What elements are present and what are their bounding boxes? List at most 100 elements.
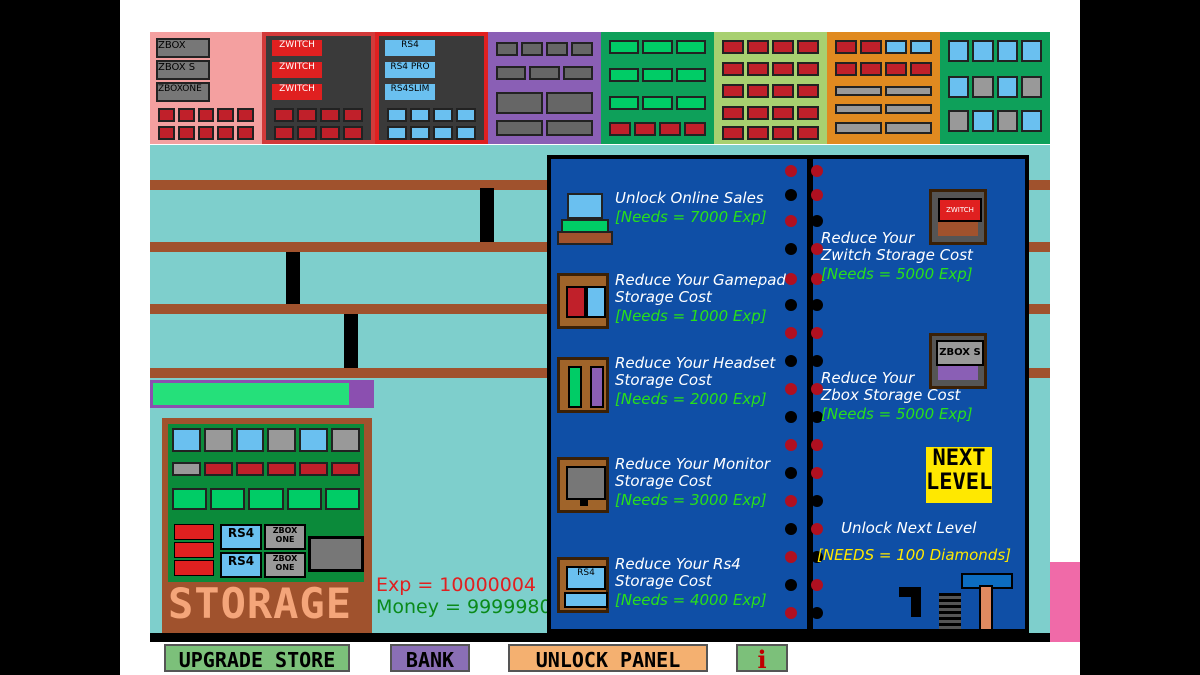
hud-divider xyxy=(150,633,1050,642)
shelf-items xyxy=(948,110,1042,132)
storage-console-label: RS4 xyxy=(220,524,262,550)
unlock-panel-button[interactable]: UNLOCK PANEL xyxy=(508,644,708,672)
shelf-console-label: RS4SLIM xyxy=(385,84,435,100)
storage-console-label: RS4 xyxy=(220,552,262,578)
shelf-items xyxy=(722,40,819,54)
shelf-items xyxy=(609,96,706,110)
keyboard-shelf[interactable] xyxy=(827,32,940,144)
zbox-console-icon: ZBOX S xyxy=(929,333,987,389)
unlock-item-requirement: [Needs = 2000 Exp] xyxy=(615,390,767,408)
gamepad-shelf[interactable] xyxy=(714,32,827,144)
computer-icon xyxy=(557,189,613,245)
next-level-badge: NEXT LEVEL xyxy=(926,447,992,503)
shelf-console-label: RS4 PRO xyxy=(385,62,435,78)
money-readout: Money = 99999800 xyxy=(376,596,564,618)
shelf-items xyxy=(835,40,932,54)
shelf-post xyxy=(480,188,494,242)
shelf-console-label: ZWITCH xyxy=(272,40,322,56)
unlock-item-requirement: [Needs = 1000 Exp] xyxy=(615,307,767,325)
monitor-shelf[interactable] xyxy=(488,32,601,144)
shelf-items xyxy=(722,62,819,76)
unlock-item-title: Reduce Your Gamepad Storage Cost xyxy=(615,271,786,306)
unlock-item-title: Reduce Your Headset Storage Cost xyxy=(615,354,776,389)
rs4-console-icon: RS4 xyxy=(557,557,609,613)
shelf-items xyxy=(496,66,593,80)
info-button[interactable]: i xyxy=(736,644,788,674)
shelf-items xyxy=(274,126,363,140)
shelf-items xyxy=(835,122,932,134)
shelf-items xyxy=(158,126,254,140)
storage-capacity-bar xyxy=(150,380,374,408)
floor-plank xyxy=(1029,242,1050,252)
unlock-item-title: Reduce Your Rs4 Storage Cost xyxy=(615,555,741,590)
shelf-items xyxy=(387,126,476,140)
floor-plank xyxy=(150,368,547,378)
shelf-items xyxy=(948,76,1042,98)
storage-console-label: ZBOX ONE xyxy=(264,552,306,578)
drill-icon xyxy=(899,587,917,597)
upgrade-store-button[interactable]: UPGRADE STORE xyxy=(164,644,350,672)
shelf-console-label: ZBOXONE xyxy=(156,82,210,102)
shelf-items xyxy=(948,40,1042,62)
storage-monitor xyxy=(308,536,364,572)
unlock-item-title: Reduce Your Zwitch Storage Cost xyxy=(821,229,973,264)
headset-shelf[interactable] xyxy=(601,32,714,144)
zwitch-console-icon: ZWITCH xyxy=(929,189,987,245)
unlock-item-title: Reduce Your Zbox Storage Cost xyxy=(821,369,961,404)
panel-binding xyxy=(807,159,813,629)
floor-plank xyxy=(150,304,547,314)
floor-plank xyxy=(1029,304,1050,314)
shelf-console-label: ZBOX xyxy=(156,38,210,58)
unlock-panel: Unlock Online Sales [Needs = 7000 Exp] R… xyxy=(547,155,1029,633)
exp-readout: Exp = 10000004 xyxy=(376,574,537,596)
floor-plank xyxy=(150,180,547,190)
zwitch-shelf[interactable]: ZWITCH ZWITCH ZWITCH xyxy=(262,32,375,144)
bottom-toolbar: UPGRADE STORE BANK UNLOCK PANEL i xyxy=(150,642,1050,675)
tools-icon xyxy=(899,573,1019,631)
game-stage: ZBOX ZBOX S ZBOXONE ZWITCH ZWITCH ZWITCH… xyxy=(120,0,1080,675)
zbox-thumb-label: ZBOX S xyxy=(936,340,984,366)
shelf-items xyxy=(387,108,476,122)
shelf-items xyxy=(158,108,254,122)
unlock-item-requirement: [Needs = 5000 Exp] xyxy=(821,265,973,283)
screws-icon xyxy=(939,593,961,629)
shelf-items xyxy=(722,106,819,120)
shelf-items xyxy=(172,428,360,452)
zbox-shelf[interactable]: ZBOX ZBOX S ZBOXONE xyxy=(150,32,262,144)
unlock-item-title: Reduce Your Monitor Storage Cost xyxy=(615,455,771,490)
shelf-items xyxy=(835,104,932,114)
floor-plank xyxy=(150,242,547,252)
shelf-items xyxy=(722,126,819,140)
shelf-post xyxy=(344,314,358,368)
floor-plank xyxy=(1029,368,1050,378)
storage-console-label: ZBOX ONE xyxy=(264,524,306,550)
unlock-item-requirement: [Needs = 3000 Exp] xyxy=(615,491,767,509)
shelf-items xyxy=(496,92,593,114)
shelf-console-label: ZWITCH xyxy=(272,84,322,100)
shelf-items xyxy=(172,462,360,476)
zwitch-thumb-label: ZWITCH xyxy=(938,198,982,222)
unlock-item-requirement: [Needs = 7000 Exp] xyxy=(615,208,767,226)
shelf-post xyxy=(286,252,300,304)
shelf-console-label: ZWITCH xyxy=(272,62,322,78)
shelf-items xyxy=(609,40,706,54)
bank-button[interactable]: BANK xyxy=(390,644,470,672)
unlock-item-requirement: [Needs = 4000 Exp] xyxy=(615,591,767,609)
storage-capacity-fill xyxy=(153,383,349,405)
storage-label: STORAGE xyxy=(168,579,353,628)
shelf-console-label: ZBOX S xyxy=(156,60,210,80)
misc-shelf[interactable] xyxy=(940,32,1050,144)
shelf-items xyxy=(609,68,706,82)
shelf-console-label: RS4 xyxy=(385,40,435,56)
shelf-items xyxy=(172,488,361,510)
next-level-requirement: [NEEDS = 100 Diamonds] xyxy=(817,546,1011,564)
storage-room[interactable]: RS4 ZBOX ONE RS4 ZBOX ONE STORAGE xyxy=(162,418,372,636)
headset-icon xyxy=(557,357,609,413)
next-level-title: Unlock Next Level xyxy=(841,519,977,537)
shelf-items xyxy=(496,120,593,136)
unlock-item-requirement: [Needs = 5000 Exp] xyxy=(821,405,973,423)
rs-shelf[interactable]: RS4 RS4 PRO RS4SLIM xyxy=(375,32,488,144)
shelf-items xyxy=(722,84,819,98)
gamepad-icon xyxy=(557,273,609,329)
shelf-items xyxy=(274,108,363,122)
